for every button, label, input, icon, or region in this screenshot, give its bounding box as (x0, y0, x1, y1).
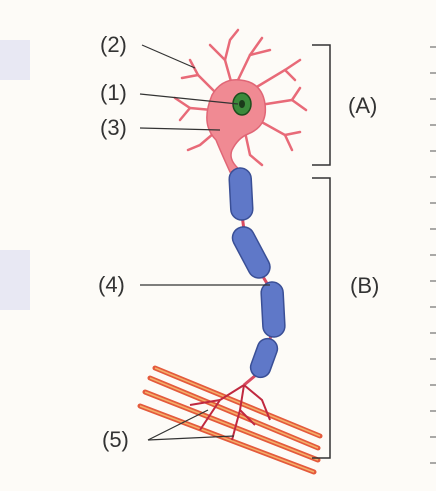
bracket-a (312, 45, 330, 165)
nucleolus (239, 100, 245, 108)
background-panel (0, 40, 30, 80)
right-edge-ticks (430, 47, 436, 463)
bracket-b (312, 178, 330, 458)
muscle-fibers (140, 368, 320, 472)
label-a: (A) (348, 93, 377, 118)
myelin-sheath (229, 167, 286, 380)
label-b: (B) (350, 273, 379, 298)
cell-body (207, 80, 266, 172)
label-4: (4) (98, 272, 125, 297)
label-2: (2) (100, 32, 127, 57)
label-5: (5) (102, 427, 129, 452)
label-1: (1) (100, 80, 127, 105)
background-panel (0, 250, 30, 310)
label-3: (3) (100, 115, 127, 140)
